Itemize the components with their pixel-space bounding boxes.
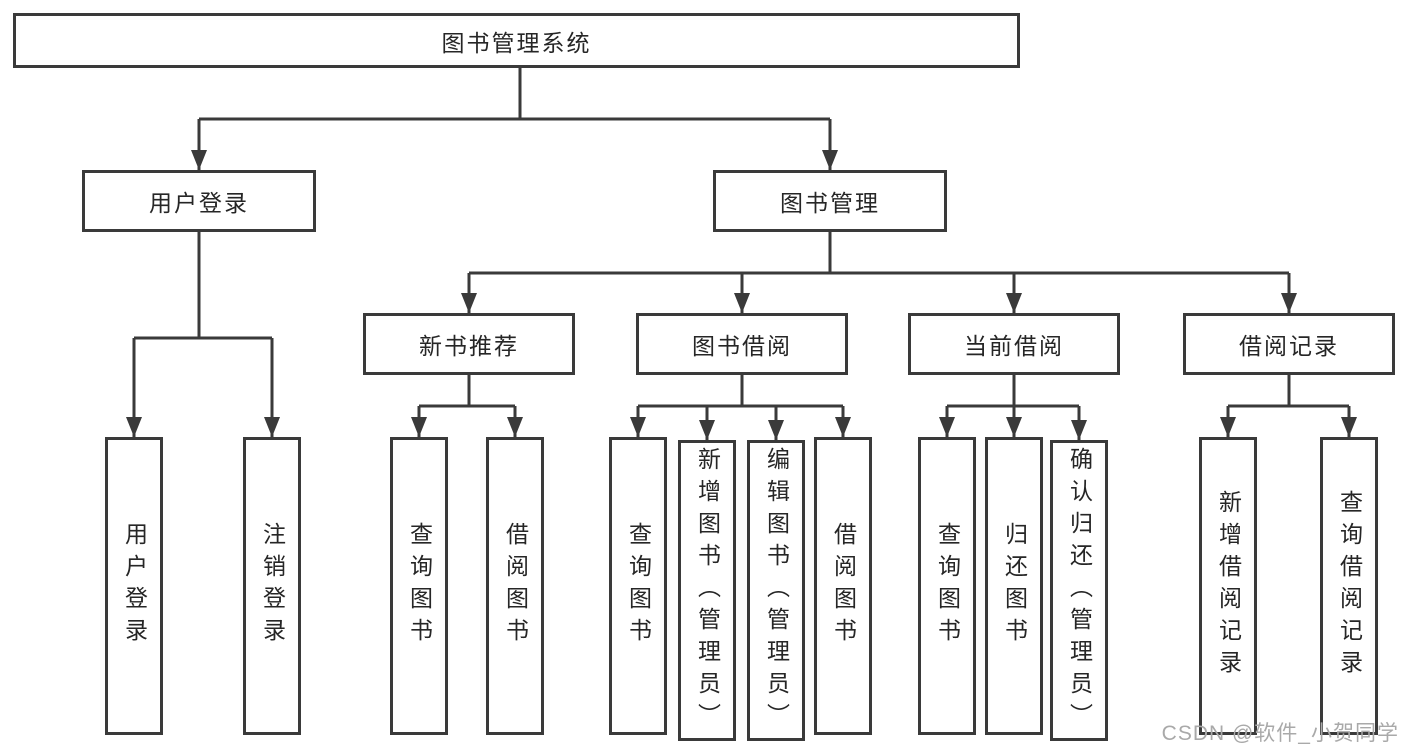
leaf-query-books-2: 查询图书 bbox=[609, 437, 667, 735]
watermark: CSDN @软件_小贺同学 bbox=[1161, 722, 1399, 745]
leaf-query-borrow-record: 查询借阅记录 bbox=[1320, 437, 1378, 735]
node-book-management-label: 图书管理 bbox=[780, 190, 880, 216]
node-root-label: 图书管理系统 bbox=[441, 29, 592, 56]
leaf-borrow-books-1: 借阅图书 bbox=[486, 437, 544, 735]
node-current-borrow: 当前借阅 bbox=[908, 313, 1120, 375]
node-borrow-records: 借阅记录 bbox=[1183, 313, 1395, 375]
node-book-management: 图书管理 bbox=[713, 170, 947, 232]
leaf-query-books-1: 查询图书 bbox=[390, 437, 448, 735]
leaf-query-borrow-record-label: 查询借阅记录 bbox=[1336, 490, 1363, 682]
node-book-borrow: 图书借阅 bbox=[636, 313, 848, 375]
leaf-edit-books-admin: 编辑图书（管理员） bbox=[747, 440, 805, 741]
leaf-return-books: 归还图书 bbox=[985, 437, 1043, 735]
leaf-edit-books-admin-label: 编辑图书（管理员） bbox=[763, 446, 790, 735]
leaf-query-books-1-label: 查询图书 bbox=[406, 522, 433, 650]
leaf-add-books-admin: 新增图书（管理员） bbox=[678, 440, 736, 741]
leaf-query-books-2-label: 查询图书 bbox=[625, 522, 652, 650]
node-borrow-records-label: 借阅记录 bbox=[1239, 333, 1339, 359]
connector-edges bbox=[132, 68, 1351, 440]
leaf-query-books-3-label: 查询图书 bbox=[934, 522, 961, 650]
node-user-login-label: 用户登录 bbox=[149, 190, 249, 216]
node-new-books: 新书推荐 bbox=[363, 313, 575, 375]
node-user-login: 用户登录 bbox=[82, 170, 316, 232]
leaf-return-books-label: 归还图书 bbox=[1001, 522, 1028, 650]
node-book-borrow-label: 图书借阅 bbox=[692, 333, 792, 359]
node-new-books-label: 新书推荐 bbox=[419, 333, 519, 359]
node-root: 图书管理系统 bbox=[13, 13, 1020, 68]
leaf-confirm-return-admin-label: 确认归还（管理员） bbox=[1066, 446, 1093, 735]
leaf-confirm-return-admin: 确认归还（管理员） bbox=[1050, 440, 1108, 741]
leaf-borrow-books-2-label: 借阅图书 bbox=[830, 522, 857, 650]
leaf-user-login-label: 用户登录 bbox=[121, 522, 148, 650]
leaf-add-borrow-record: 新增借阅记录 bbox=[1199, 437, 1257, 735]
leaf-add-books-admin-label: 新增图书（管理员） bbox=[694, 446, 721, 735]
arrowheads bbox=[126, 150, 1357, 440]
node-current-borrow-label: 当前借阅 bbox=[964, 333, 1064, 359]
leaf-borrow-books-2: 借阅图书 bbox=[814, 437, 872, 735]
leaf-query-books-3: 查询图书 bbox=[918, 437, 976, 735]
leaf-borrow-books-1-label: 借阅图书 bbox=[502, 522, 529, 650]
leaf-user-login: 用户登录 bbox=[105, 437, 163, 735]
leaf-logout-login: 注销登录 bbox=[243, 437, 301, 735]
leaf-logout-login-label: 注销登录 bbox=[259, 522, 286, 650]
leaf-add-borrow-record-label: 新增借阅记录 bbox=[1215, 490, 1242, 682]
